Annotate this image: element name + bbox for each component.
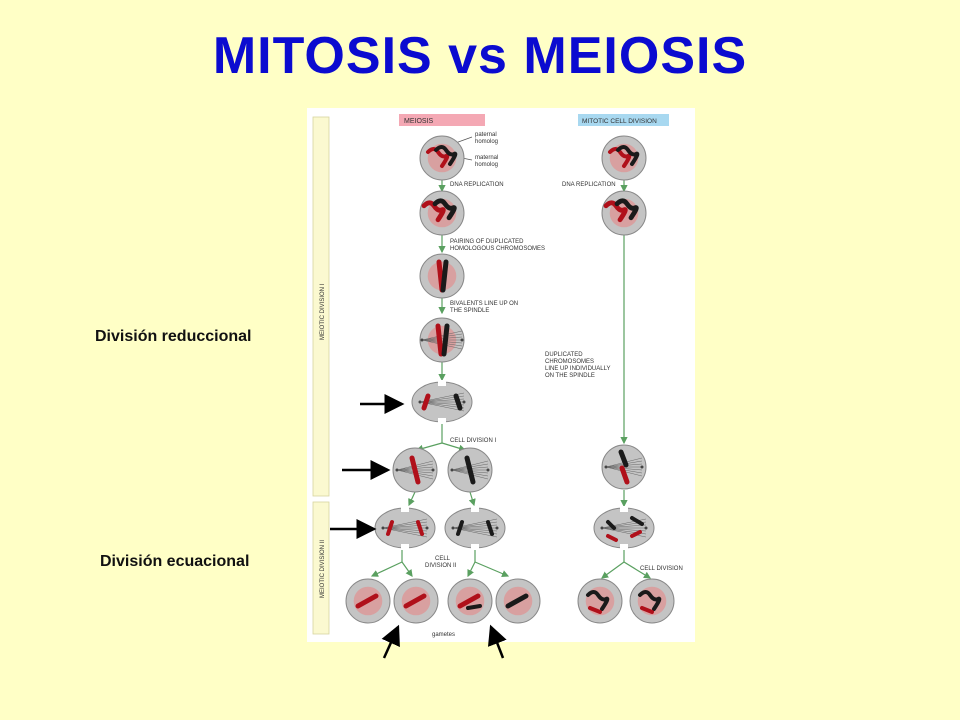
mit-chrom-paternal-1 [616,145,640,166]
arrow-gamete-1 [381,624,400,659]
spindle-bivalents-pole-a [420,338,424,342]
bivalents-label-1: BIVALENTS LINE UP ON [450,301,518,307]
figure-panel [307,108,695,642]
maternal-label-2: homolog [475,162,498,168]
mit-meta-black [618,449,629,468]
gametes-label: gametes [432,632,455,638]
cell-meiosis-anaphase-1-spindle-pole-b [462,400,466,404]
duplicated-label-1: DUPLICATED [545,352,583,358]
figure-annotations: paternal homolog maternal homolog DNA RE… [425,132,683,638]
mit-chrom-maternal-2 [603,200,628,223]
daughter-2-black [638,590,662,611]
cell-meiosis-anaphase-2-left-spindle-pole-b [425,526,429,530]
dna-replication-meiosis: DNA REPLICATION [450,182,504,188]
meiosis-flow-arrows [370,180,510,578]
chrom-maternal-2 [421,200,446,223]
mit-ana-d [630,530,642,538]
a2-right-a [456,520,464,536]
phase-label-meiosis-1: MEIOTIC DIVISION I [320,283,326,340]
mit-ana-a [606,520,616,530]
arrow-gamete-2 [487,624,507,659]
spindle-bivalents-pole-b [460,338,464,342]
meiosis-header-box [399,114,485,126]
cell-division-1-label: CELL DIVISION I [450,438,496,444]
pairing-label-2: HOMOLOGOUS CHROMOSOMES [450,246,545,252]
phase-label-meiosis-2: MEIOTIC DIVISION II [320,540,326,598]
mitosis-header-box [578,114,669,126]
paternal-label-1: paternal [475,132,497,138]
anaphase-red [421,393,431,411]
reductional-division-label: División reduccional [95,328,252,345]
cells-layer [345,135,675,624]
bivalent-black-2 [441,323,450,357]
meiosis-header: MEIOSIS [404,118,434,125]
gamete-3-chrom [457,593,481,609]
maternal-label-1: maternal [475,155,498,161]
dna-replication-mitosis: DNA REPLICATION [562,182,616,188]
cell-division-2-label-1: CELL [435,556,451,562]
cell-mitosis-anaphase-spindle-pole-b [644,526,648,530]
cell-meiosis-anaphase-2-left-spindle-pole-a [381,526,385,530]
cell-mitosis-anaphase-spindle-pole-a [600,526,604,530]
mitosis-flow-arrows [601,180,652,579]
bivalent-black [440,259,449,293]
bivalent-red-2 [435,323,444,357]
chrom-paternal-1 [434,145,458,166]
duplicated-label-2: CHROMOSOMES [545,359,594,365]
equational-division-label: División ecuacional [100,553,250,570]
spindle-d1-left-pole-a [395,468,399,472]
cell-meiosis-anaphase-2-right-spindle-pole-a [451,526,455,530]
gamete-4-chrom [505,593,529,609]
mit-chrom-maternal-1 [608,147,632,168]
phase-bar-meiosis-2 [312,501,330,635]
page-title: MITOSIS vs MEIOSIS [212,27,748,85]
bivalents-label-2: THE SPINDLE [450,308,489,314]
daughter-1-red [588,606,602,614]
mit-chrom-paternal-2 [614,198,639,221]
duplicated-label-3: LINE UP INDIVIDUALLY [545,366,610,372]
gamete-1-chrom [355,593,379,609]
spindle-d1-right-pole-a [450,468,454,472]
cell-division-2-label-2: DIVISION II [425,563,457,569]
duplicated-label-4: ON THE SPINDLE [545,373,595,379]
spindle-d1-right-pole-b [486,468,490,472]
cell-meiosis-anaphase-1-spindle-pole-a [418,400,422,404]
gamete-3-chrom-b [466,604,482,610]
d1-left-chrom [409,455,421,485]
daughter-1-black [586,590,610,611]
gamete-2-chrom [403,593,427,609]
a2-left-b [416,520,424,536]
phase-bar-meiosis-1 [312,116,330,497]
mitosis-header: MITOTIC CELL DIVISION [582,118,657,125]
daughter-2-red [640,606,654,614]
spindle-mitosis-pole-b [640,465,644,469]
chrom-paternal-2 [432,198,457,221]
anaphase-black [453,393,463,411]
spindle-mitosis-pole-a [604,465,608,469]
cell-meiosis-anaphase-2-right-spindle-pole-b [495,526,499,530]
mit-ana-b [630,516,644,526]
d1-right-chrom [464,455,476,485]
spindle-d1-left-pole-b [431,468,435,472]
pointer-arrows [330,394,507,659]
cell-division-mitosis-label: CELL DIVISION [640,566,683,572]
chrom-maternal-1 [426,147,450,168]
a2-left-a [386,520,394,536]
mit-ana-c [606,534,618,542]
pairing-label-1: PAIRING OF DUPLICATED [450,239,524,245]
paternal-label-2: homolog [475,139,498,145]
a2-right-b [486,520,494,536]
mit-meta-red [619,465,630,485]
